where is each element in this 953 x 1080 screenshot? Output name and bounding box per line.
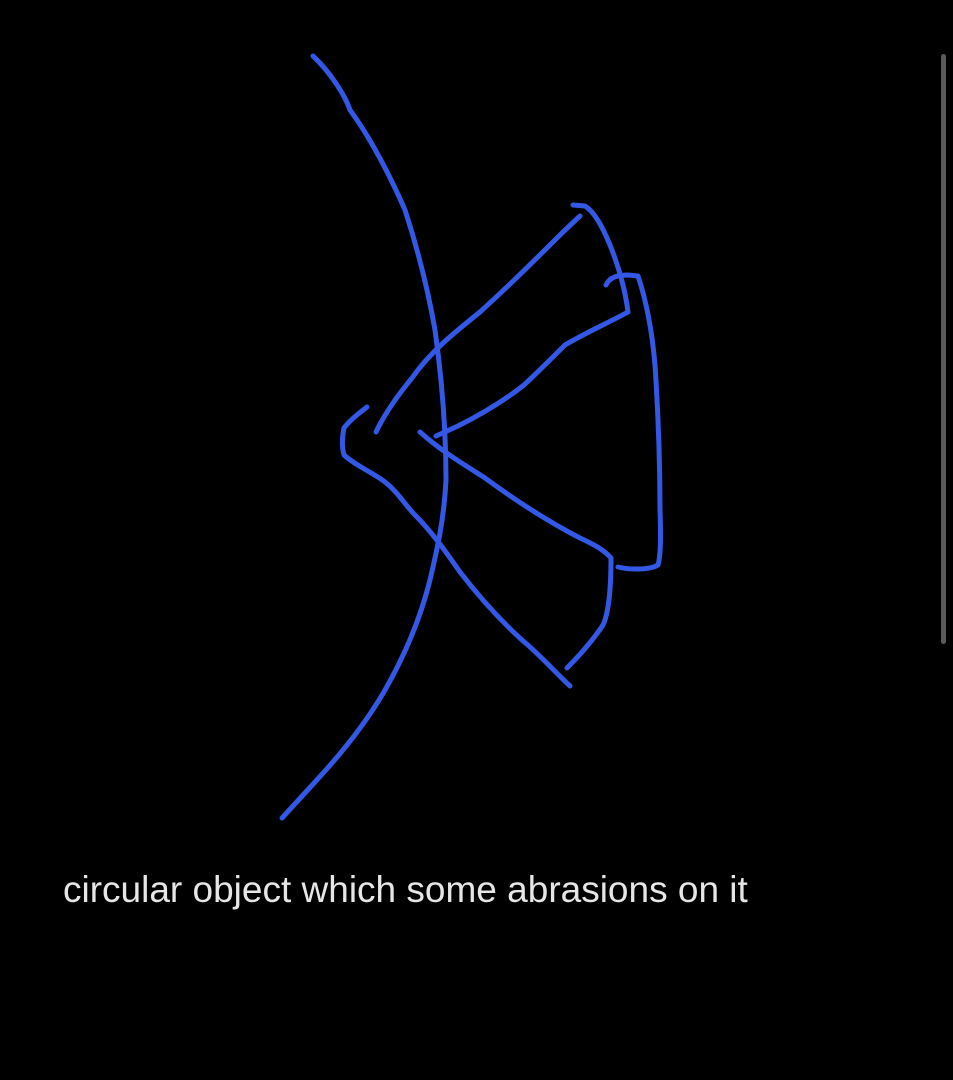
caption-text: circular object which some abrasions on …: [63, 869, 748, 910]
sketch-right-edge-stroke: [603, 272, 664, 572]
sketch-arc-stroke: [279, 53, 449, 821]
sketch-upper-diagonal-stroke: [373, 213, 583, 435]
vertical-scrollbar[interactable]: [941, 54, 946, 644]
sketch-top-corner-stroke: [433, 202, 631, 439]
sketch-lower-diagonal-stroke: [417, 429, 614, 671]
sketch-left-apex-stroke: [340, 404, 573, 689]
